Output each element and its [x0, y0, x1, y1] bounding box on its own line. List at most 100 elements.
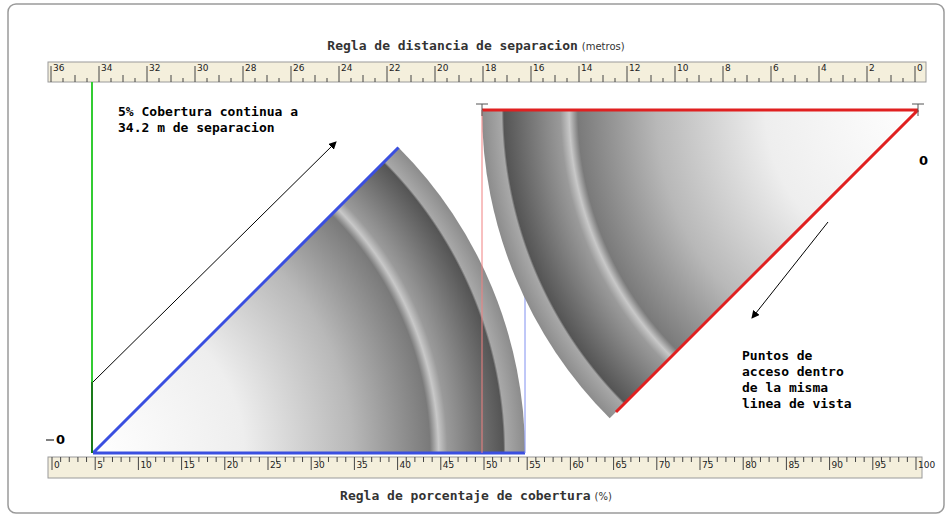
ruler-title: (%)	[595, 489, 612, 505]
ruler-tick	[567, 78, 568, 82]
ruler-tick	[328, 457, 329, 462]
scale-number: 32	[149, 63, 160, 73]
ruler-tick	[743, 457, 744, 470]
coverage-wedge	[482, 110, 918, 418]
ruler-tick	[103, 457, 104, 462]
coverage-ruler	[48, 457, 922, 478]
scale-number: 10	[140, 460, 151, 470]
ruler-tick	[471, 78, 472, 82]
ruler-tick	[675, 66, 676, 82]
ruler-tick	[363, 75, 364, 82]
ruler-tick	[63, 78, 64, 82]
scale-number: 26	[293, 63, 304, 73]
ruler-tick	[639, 457, 640, 462]
scale-number: 45	[443, 460, 454, 470]
scale-number: 36	[53, 63, 64, 73]
ruler-tick	[555, 75, 556, 82]
ruler-tick	[725, 457, 726, 462]
scale-number: 70	[659, 460, 670, 470]
scale-number: 34	[101, 63, 112, 73]
ruler-tick	[95, 457, 96, 470]
ruler-tick	[786, 457, 787, 470]
ruler-tick	[432, 457, 433, 462]
scale-number: 50	[486, 460, 497, 470]
ruler-tick	[747, 75, 748, 82]
ruler-tick	[519, 78, 520, 82]
separation-line	[91, 82, 93, 382]
ruler-tick	[687, 78, 688, 82]
ruler-tick	[231, 78, 232, 82]
ruler-tick	[587, 457, 588, 462]
ruler-tick	[285, 457, 286, 462]
ruler-tick	[651, 75, 652, 82]
ruler-tick	[183, 78, 184, 82]
ruler-tick	[769, 457, 770, 462]
ruler-tick	[691, 457, 692, 462]
ruler-tick	[711, 78, 712, 82]
ruler-tick	[501, 457, 502, 462]
ruler-tick	[872, 457, 873, 470]
zero-mark: 0	[56, 433, 65, 447]
ruler-tick	[147, 66, 148, 82]
ruler-tick	[75, 75, 76, 82]
ruler-tick	[579, 66, 580, 82]
leader-arrow	[752, 222, 828, 318]
ruler-tick	[495, 78, 496, 82]
ruler-tick	[77, 457, 78, 462]
zero-mark: 0	[919, 154, 928, 168]
ruler-tick	[164, 457, 165, 462]
ruler-tick	[663, 78, 664, 82]
ruler-tick	[302, 457, 303, 462]
ruler-tick	[255, 78, 256, 82]
ruler-tick	[759, 78, 760, 82]
ruler-tick	[820, 457, 821, 462]
ruler-tick	[777, 457, 778, 462]
ruler-tick	[181, 457, 182, 470]
ruler-tick	[734, 457, 735, 462]
ruler-tick	[783, 78, 784, 82]
ruler-tick	[243, 66, 244, 82]
scale-number: 10	[677, 63, 688, 73]
ruler-tick	[898, 457, 899, 462]
ruler-tick	[864, 457, 865, 462]
ruler-tick	[829, 457, 830, 470]
ruler-tick	[615, 78, 616, 82]
ruler-tick	[907, 457, 908, 462]
ruler-tick	[700, 457, 701, 470]
scale-number: 22	[389, 63, 400, 73]
ruler-tick	[891, 75, 892, 82]
ruler-tick	[112, 457, 113, 462]
ruler-tick	[553, 457, 554, 462]
ruler-tick	[459, 75, 460, 82]
ruler-tick	[855, 457, 856, 462]
ruler-tick	[561, 457, 562, 462]
ruler-tick	[807, 78, 808, 82]
scale-number: 16	[533, 63, 544, 73]
ruler-tick	[216, 457, 217, 462]
ruler-tick	[604, 457, 605, 462]
ruler-tick	[819, 66, 820, 82]
ruler-tick	[207, 78, 208, 82]
scale-number: 30	[197, 63, 208, 73]
ruler-tick	[411, 75, 412, 82]
ruler-tick	[760, 457, 761, 462]
ruler-tick	[291, 66, 292, 82]
ruler-tick	[207, 457, 208, 462]
scale-number: 15	[184, 460, 195, 470]
scale-number: 35	[356, 460, 367, 470]
ruler-tick	[259, 457, 260, 462]
scale-number: 75	[702, 460, 713, 470]
scale-number: 4	[821, 63, 827, 73]
ruler-tick	[138, 457, 139, 470]
ruler-tick	[544, 457, 545, 462]
scale-number: 100	[918, 460, 935, 470]
scale-number: 24	[341, 63, 352, 73]
ruler-tick	[543, 78, 544, 82]
ruler-tick	[155, 457, 156, 462]
ruler-tick	[129, 457, 130, 462]
ruler-tick	[327, 78, 328, 82]
ruler-tick	[458, 457, 459, 462]
ruler-tick	[509, 457, 510, 462]
ruler-tick	[303, 78, 304, 82]
